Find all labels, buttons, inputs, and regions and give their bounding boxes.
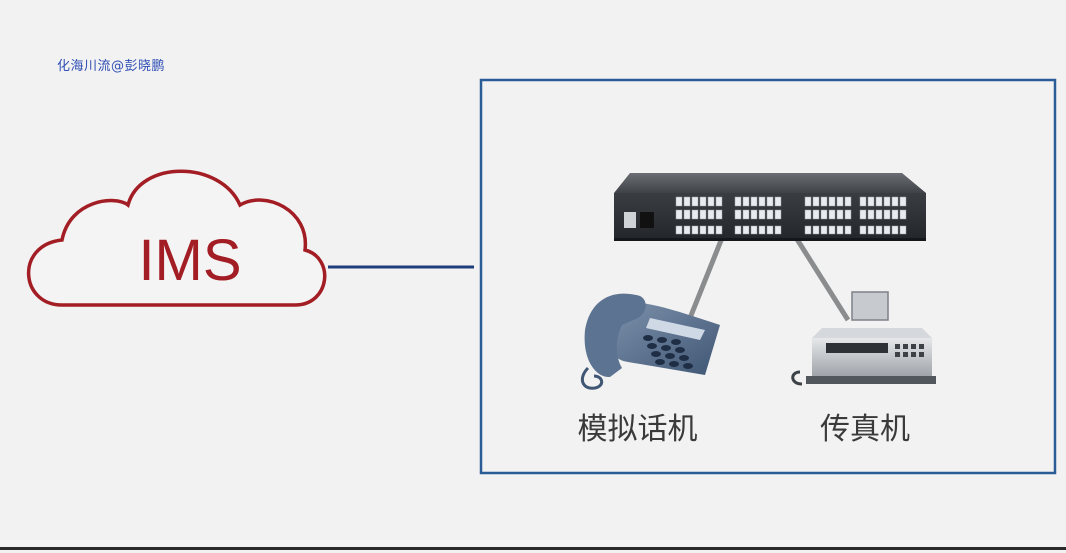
voice-gateway-icon	[614, 173, 926, 241]
ims-cloud-icon: IMS	[26, 169, 327, 307]
fax-label: 传真机	[820, 412, 910, 447]
device-container	[479, 78, 1057, 475]
phone-label: 模拟话机	[577, 412, 698, 447]
bottom-divider	[0, 547, 1066, 550]
watermark-text: 化海川流@彭晓鹏	[57, 59, 166, 74]
fax-machine-icon	[791, 291, 936, 386]
cable-to-phone	[687, 237, 725, 319]
cable-to-fax	[792, 234, 851, 322]
analog-phone-icon	[580, 293, 720, 390]
cloud-label: IMS	[138, 228, 241, 293]
